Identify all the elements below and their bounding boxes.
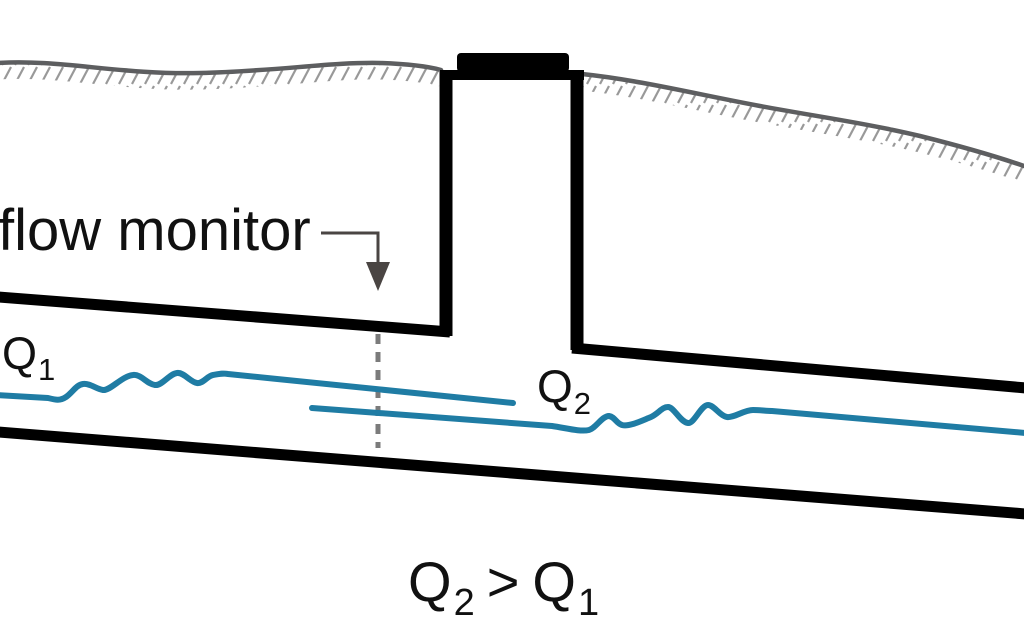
- q1-label-sub: 1: [38, 352, 55, 387]
- formula-rhs-sub: 1: [578, 582, 599, 620]
- manhole-collar: [440, 70, 584, 80]
- ground-line-right: [579, 71, 1024, 169]
- water-line-downstream-q2: [309, 402, 1024, 436]
- pipe-crown-downstream: [571, 342, 1024, 394]
- q1-label: Q1: [2, 328, 55, 387]
- manhole-cap: [457, 53, 569, 72]
- water-line-upstream-q1: [0, 369, 516, 406]
- q2-label-sub: 2: [574, 386, 591, 421]
- flow-monitor-label: flow monitor: [0, 198, 311, 263]
- pipe-invert: [0, 426, 1024, 520]
- formula-lhs-base: Q: [408, 550, 452, 613]
- formula-label: Q2>Q1: [408, 550, 599, 620]
- q2-label: Q2: [537, 360, 591, 421]
- q1-label-base: Q: [2, 328, 37, 379]
- q2-label-base: Q: [537, 360, 573, 412]
- ground-hatch-left: [0, 63, 443, 90]
- formula-operator: >: [487, 550, 520, 613]
- arrow-down-icon: [366, 262, 390, 291]
- formula-rhs-base: Q: [532, 550, 576, 613]
- pipe-crown-upstream: [0, 291, 451, 338]
- leader-line: [321, 231, 380, 264]
- formula-lhs-sub: 2: [454, 582, 475, 620]
- ground-line-left: [0, 60, 444, 76]
- ground-hatch-right: [581, 75, 1024, 183]
